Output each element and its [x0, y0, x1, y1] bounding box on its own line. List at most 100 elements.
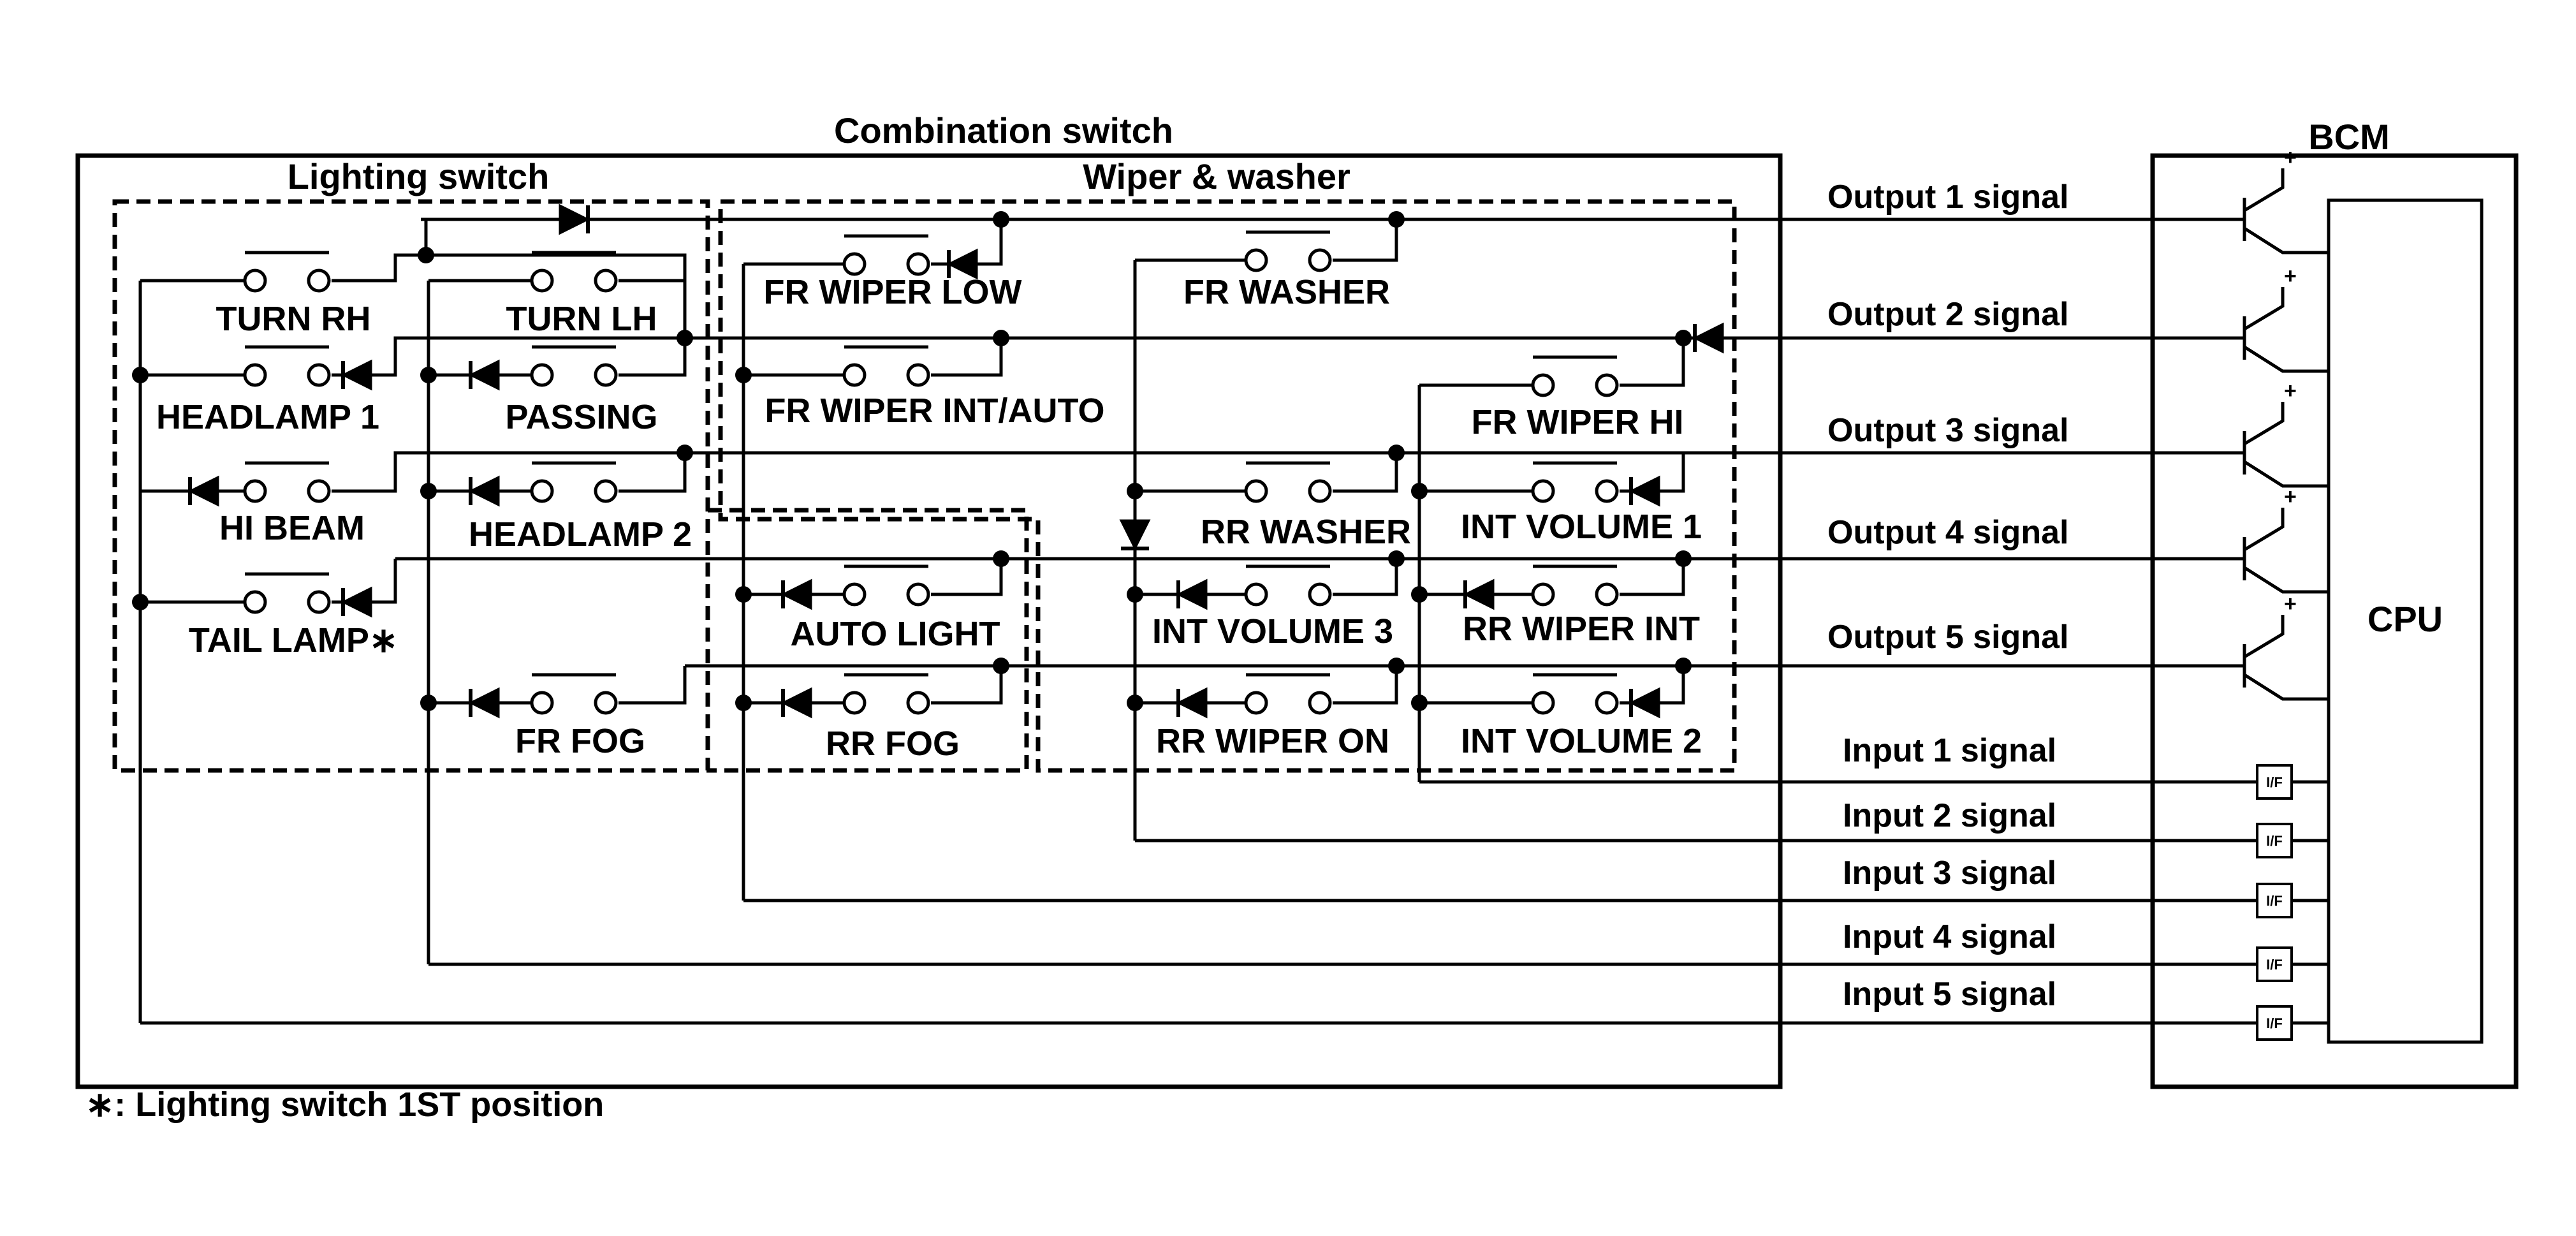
input-interface: I/F	[2256, 764, 2329, 800]
label-fr-wiper-int: FR WIPER INT/AUTO	[765, 392, 1105, 430]
auto-light-group	[708, 508, 1029, 773]
switch-contact	[242, 251, 331, 293]
lighting-switch-group	[112, 199, 710, 773]
input-5-label: Input 5 signal	[1843, 976, 2056, 1013]
label-rr-wiper-int: RR WIPER INT	[1463, 610, 1700, 648]
diode	[1119, 519, 1151, 551]
svg-text:I/F: I/F	[2266, 774, 2283, 790]
label-passing: PASSING	[505, 398, 657, 436]
output-transistor: +	[2243, 145, 2329, 254]
junction-dot	[677, 445, 693, 461]
switch-contact	[842, 234, 930, 276]
svg-text:+: +	[2284, 485, 2297, 509]
diode	[1628, 687, 1660, 719]
junction-dot	[677, 330, 693, 346]
junction-dot	[420, 695, 437, 711]
junction-dot	[1388, 445, 1405, 461]
switch-contact	[842, 673, 930, 715]
switch-contact	[242, 461, 331, 503]
output-2-label: Output 2 signal	[1827, 296, 2068, 333]
junction-dot	[1411, 483, 1428, 499]
label-rr-wiper-on: RR WIPER ON	[1156, 722, 1389, 760]
switch-contact	[1530, 355, 1619, 397]
input-interface: I/F	[2256, 883, 2329, 918]
junction-dot	[418, 247, 434, 263]
label-fr-fog: FR FOG	[515, 722, 645, 760]
label-turn-lh: TURN LH	[506, 300, 657, 338]
junction-dot	[1388, 658, 1405, 674]
diode	[946, 248, 978, 280]
svg-text:+: +	[2284, 592, 2297, 616]
label-int-volume2: INT VOLUME 2	[1461, 722, 1702, 760]
label-int-volume3: INT VOLUME 3	[1152, 612, 1393, 651]
switch-contact	[1530, 461, 1619, 503]
switch-contact	[529, 461, 618, 503]
label-hi-beam: HI BEAM	[219, 509, 365, 547]
diode	[468, 475, 500, 507]
junction-dot	[993, 550, 1009, 567]
bcm-title: BCM	[2308, 117, 2390, 157]
label-fr-wiper-hi: FR WIPER HI	[1472, 403, 1684, 441]
label-auto-light: AUTO LIGHT	[791, 615, 1000, 653]
input-3-label: Input 3 signal	[1843, 855, 2056, 892]
diode	[1692, 322, 1724, 354]
diode	[340, 586, 372, 618]
cpu-label: CPU	[2367, 599, 2443, 639]
switch-contact	[842, 564, 930, 607]
input-2-label: Input 2 signal	[1843, 797, 2056, 834]
junction-dot	[735, 367, 752, 383]
svg-text:+: +	[2284, 145, 2297, 170]
svg-text:I/F: I/F	[2266, 957, 2283, 973]
junction-dot	[420, 367, 437, 383]
switch-contact	[1243, 461, 1332, 503]
output-transistor: +	[2243, 379, 2329, 488]
junction-dot	[1127, 695, 1143, 711]
wiper-washer-title: Wiper & washer	[1083, 156, 1350, 196]
switch-contact	[1243, 230, 1332, 272]
junction-dot	[993, 330, 1009, 346]
output-3-label: Output 3 signal	[1827, 412, 2068, 449]
combination-switch-box	[75, 153, 1783, 1089]
output-transistor: +	[2243, 592, 2329, 701]
diode	[1176, 687, 1208, 719]
diode	[340, 359, 372, 391]
junction-dot	[132, 367, 149, 383]
label-turn-rh: TURN RH	[216, 300, 371, 338]
junction-dot	[1388, 550, 1405, 567]
switch-contact	[1243, 673, 1332, 715]
input-interface: I/F	[2256, 1005, 2329, 1041]
switch-contact	[842, 345, 930, 387]
switch-contact	[1530, 673, 1619, 715]
label-rr-fog: RR FOG	[826, 725, 960, 763]
switch-contact	[529, 345, 618, 387]
bcm-box	[2150, 153, 2519, 1089]
bcm-interfaces: I/F I/F I/F I/F I/F	[2256, 764, 2329, 1041]
svg-text:I/F: I/F	[2266, 893, 2283, 909]
label-tail-lamp: TAIL LAMP∗	[189, 621, 398, 659]
diode	[468, 359, 500, 391]
label-fr-washer: FR WASHER	[1183, 273, 1390, 311]
diode	[1628, 475, 1660, 507]
output-1-label: Output 1 signal	[1827, 179, 2068, 216]
svg-text:I/F: I/F	[2266, 833, 2283, 849]
diode	[187, 475, 219, 507]
junction-dot	[1675, 550, 1692, 567]
svg-text:+: +	[2284, 379, 2297, 403]
switch-contact	[1530, 564, 1619, 607]
input-interface: I/F	[2256, 823, 2329, 858]
junction-dot	[1411, 695, 1428, 711]
junction-dot	[993, 211, 1009, 228]
switch-contact	[529, 673, 618, 715]
switch-contact	[1243, 564, 1332, 607]
combination-switch-title: Combination switch	[834, 110, 1173, 151]
switch-contacts	[242, 230, 1619, 715]
junction-dot	[1127, 483, 1143, 499]
signal-labels: Output 1 signal Output 2 signal Output 3…	[1827, 179, 2068, 1013]
switch-contact	[242, 345, 331, 387]
junction-dots	[132, 211, 1692, 711]
switch-labels: TURN RH TURN LH HEADLAMP 1 PASSING HI BE…	[156, 273, 1702, 763]
label-headlamp1: HEADLAMP 1	[156, 398, 379, 436]
diode	[780, 687, 812, 719]
